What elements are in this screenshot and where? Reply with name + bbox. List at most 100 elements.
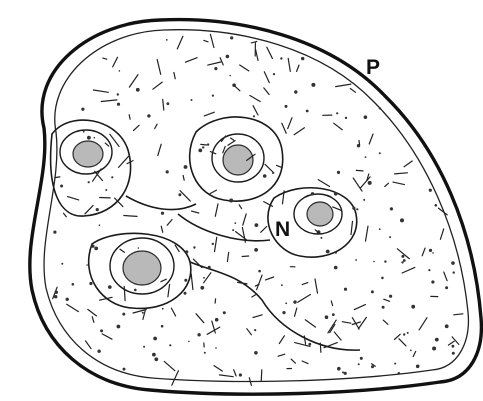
nucleus-1 xyxy=(73,141,103,167)
fiber-stroke xyxy=(302,361,308,364)
granule-speck xyxy=(136,88,140,92)
fiber-stroke xyxy=(353,178,362,191)
granule-speck xyxy=(122,313,125,316)
nucleus-3 xyxy=(307,202,333,226)
granule-speck xyxy=(403,333,405,335)
granule-speck xyxy=(178,193,181,196)
granule-speck xyxy=(334,266,338,270)
fiber-stroke xyxy=(295,308,297,316)
granule-speck xyxy=(161,212,164,215)
granule-speck xyxy=(119,70,121,72)
granule-speck xyxy=(89,282,92,285)
granule-speck xyxy=(229,199,233,203)
fiber-stroke xyxy=(277,165,282,167)
granule-speck xyxy=(364,115,368,119)
fiber-stroke xyxy=(103,58,107,59)
fiber-stroke xyxy=(68,197,79,200)
fiber-stroke xyxy=(238,282,247,284)
granule-speck xyxy=(337,367,341,371)
granule-speck xyxy=(147,114,150,117)
granule-speck xyxy=(435,204,438,207)
fiber-stroke xyxy=(333,207,341,210)
granule-speck xyxy=(61,263,63,265)
granule-speck xyxy=(55,291,58,294)
granule-speck xyxy=(188,341,190,343)
fiber-stroke xyxy=(157,60,161,75)
fiber-stroke xyxy=(55,177,60,178)
granule-speck xyxy=(273,73,275,75)
granule-speck xyxy=(445,324,449,328)
granule-speck xyxy=(326,250,330,254)
granule-speck xyxy=(166,39,168,41)
fiber-stroke xyxy=(395,173,408,174)
fiber-stroke xyxy=(399,339,406,346)
nucleus-4 xyxy=(123,251,161,285)
fiber-stroke xyxy=(266,277,274,280)
fiber-stroke xyxy=(454,314,463,315)
fiber-stroke xyxy=(342,322,351,324)
fiber-stroke xyxy=(265,164,274,173)
granule-speck xyxy=(207,143,209,145)
fiber-stroke xyxy=(264,88,269,95)
granule-speck xyxy=(344,288,347,291)
granule-speck xyxy=(429,249,432,252)
fiber-stroke xyxy=(359,141,360,145)
granule-speck xyxy=(282,311,285,314)
fiber-stroke xyxy=(235,86,240,91)
granule-speck xyxy=(232,229,234,231)
fiber-stroke xyxy=(155,124,157,129)
granule-speck xyxy=(214,67,217,70)
fiber-stroke xyxy=(92,317,94,323)
granule-speck xyxy=(390,207,393,210)
granule-speck xyxy=(142,312,144,314)
fiber-stroke xyxy=(164,361,175,370)
fiber-stroke xyxy=(385,183,389,186)
fiber-stroke xyxy=(239,205,241,209)
fiber-stroke xyxy=(183,175,184,180)
fiber-stroke xyxy=(356,170,363,171)
granule-speck xyxy=(320,237,322,239)
granule-speck xyxy=(281,284,283,286)
fiber-stroke xyxy=(113,57,118,67)
fiber-stroke xyxy=(215,204,218,216)
fiber-stroke xyxy=(264,72,269,83)
granule-speck xyxy=(86,264,88,266)
fiber-stroke xyxy=(93,90,108,92)
fiber-stroke xyxy=(304,336,305,344)
granule-speck xyxy=(431,280,434,283)
granule-speck xyxy=(94,137,96,139)
granule-speck xyxy=(394,363,396,365)
granule-speck xyxy=(152,353,156,357)
fiber-stroke xyxy=(124,286,125,300)
granule-speck xyxy=(410,350,412,352)
fiber-stroke xyxy=(220,375,234,377)
granule-speck xyxy=(94,247,98,251)
fiber-stroke xyxy=(350,89,355,93)
granule-speck xyxy=(215,318,219,322)
granule-speck xyxy=(81,108,84,111)
fiber-stroke xyxy=(393,182,404,185)
fiber-stroke xyxy=(404,161,412,167)
granule-speck xyxy=(452,352,455,355)
granule-speck xyxy=(401,255,404,258)
fiber-stroke xyxy=(252,294,257,297)
fiber-stroke xyxy=(351,221,353,234)
fiber-stroke xyxy=(119,156,130,168)
fiber-stroke xyxy=(185,58,197,63)
granule-speck xyxy=(134,289,137,292)
fiber-stroke xyxy=(220,58,223,65)
fiber-stroke xyxy=(331,301,332,306)
granule-speck xyxy=(184,165,188,169)
granule-speck xyxy=(108,285,112,289)
fiber-stroke xyxy=(261,227,267,233)
granule-speck xyxy=(258,270,261,273)
granule-speck xyxy=(200,286,204,290)
fiber-stroke xyxy=(295,343,310,347)
fiber-stroke xyxy=(358,317,366,329)
granule-speck xyxy=(255,223,259,227)
granule-speck xyxy=(325,315,329,319)
granule-speck xyxy=(432,252,434,254)
granule-speck xyxy=(379,228,381,230)
granule-speck xyxy=(306,110,309,113)
granule-speck xyxy=(403,259,406,262)
